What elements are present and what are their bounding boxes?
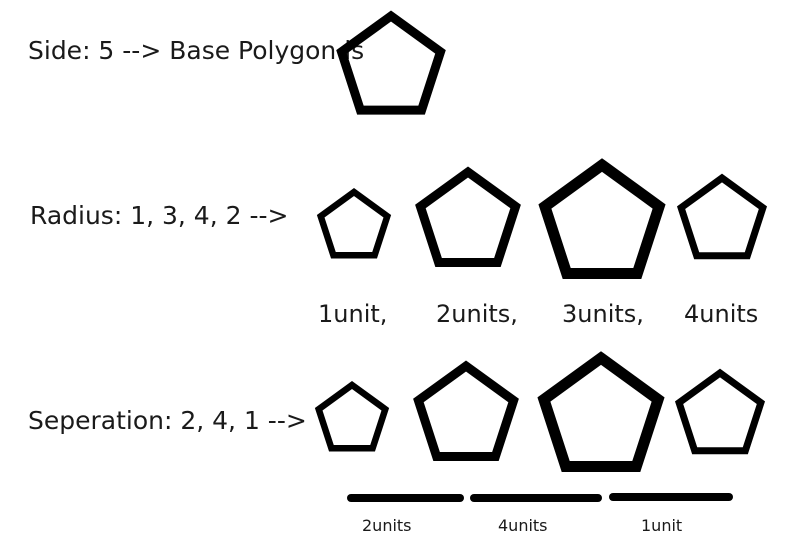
separation-unit-label-1: 2units (362, 516, 412, 535)
separation-unit-label-3: 1unit (641, 516, 683, 535)
radius-unit-label-2: 2units, (436, 300, 518, 328)
radius-pentagon-4 (676, 173, 768, 260)
separation-label: Seperation: 2, 4, 1 --> (28, 406, 307, 435)
radius-pentagon-1 (316, 187, 392, 259)
radius-pentagon-3 (538, 158, 666, 279)
radius-pentagon-2 (415, 166, 521, 267)
separation-unit-label-2: 4units (498, 516, 548, 535)
radius-label: Radius: 1, 3, 4, 2 --> (30, 201, 289, 230)
side-label: Side: 5 --> Base Polygon is (28, 36, 365, 65)
separation-pentagon-3 (537, 351, 665, 472)
separation-pentagon-1 (314, 380, 390, 452)
separation-pentagon-2 (413, 360, 519, 461)
radius-unit-label-1: 1unit, (318, 300, 388, 328)
separation-pentagon-4 (674, 368, 766, 455)
base-pentagon-shape (336, 10, 446, 115)
radius-unit-label-4: 4units (684, 300, 759, 328)
radius-unit-label-3: 3units, (562, 300, 644, 328)
